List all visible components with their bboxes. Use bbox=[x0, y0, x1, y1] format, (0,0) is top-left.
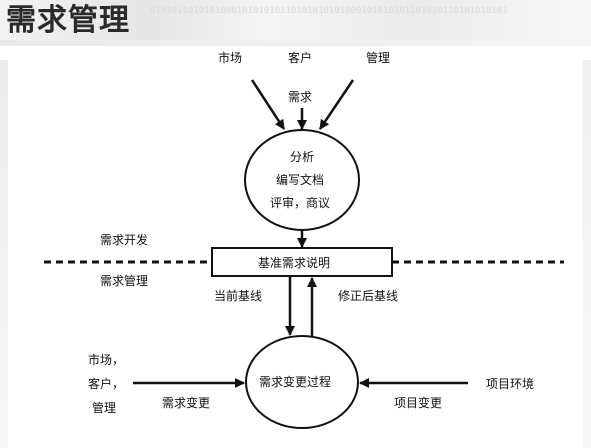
baseline-spec-label: 基准需求说明 bbox=[258, 255, 330, 270]
analysis-line-3: 评审，商议 bbox=[270, 195, 330, 210]
left-decor-strip bbox=[0, 60, 8, 448]
banner-strip bbox=[0, 40, 591, 46]
right-arrow-label: 项目变更 bbox=[394, 395, 442, 410]
right-source-label: 项目环境 bbox=[486, 376, 534, 391]
right-decor-strip bbox=[583, 60, 591, 448]
arrow-market-to-analysis bbox=[250, 79, 286, 130]
input-label-customer: 客户 bbox=[288, 50, 312, 65]
baseline-spec-box bbox=[211, 247, 393, 277]
left-source-line-1: 市场， bbox=[88, 352, 124, 367]
zone-label-management: 需求管理 bbox=[100, 273, 148, 288]
zone-label-development: 需求开发 bbox=[100, 232, 148, 247]
analysis-line-1: 分析 bbox=[290, 150, 314, 164]
change-process-label: 需求变更过程 bbox=[259, 374, 331, 389]
left-source-line-3: 管理 bbox=[92, 400, 116, 415]
input-label-management: 管理 bbox=[366, 50, 390, 65]
analysis-line-2: 编写文档 bbox=[276, 172, 324, 187]
title-banner bbox=[0, 0, 591, 40]
binary-decoration: 0101011010101000101010101101010101010001… bbox=[150, 6, 508, 16]
left-source-line-2: 客户， bbox=[88, 376, 124, 391]
flow-label-current-baseline: 当前基线 bbox=[214, 288, 262, 303]
flow-label-revised-baseline: 修正后基线 bbox=[338, 288, 398, 303]
input-label-requirements: 需求 bbox=[288, 90, 312, 104]
input-label-market: 市场 bbox=[218, 50, 242, 65]
arrow-management-to-analysis bbox=[318, 79, 355, 130]
change-process-circle bbox=[245, 335, 359, 429]
left-arrow-label: 需求变更 bbox=[162, 395, 210, 410]
page-title: 需求管理 bbox=[6, 3, 130, 38]
